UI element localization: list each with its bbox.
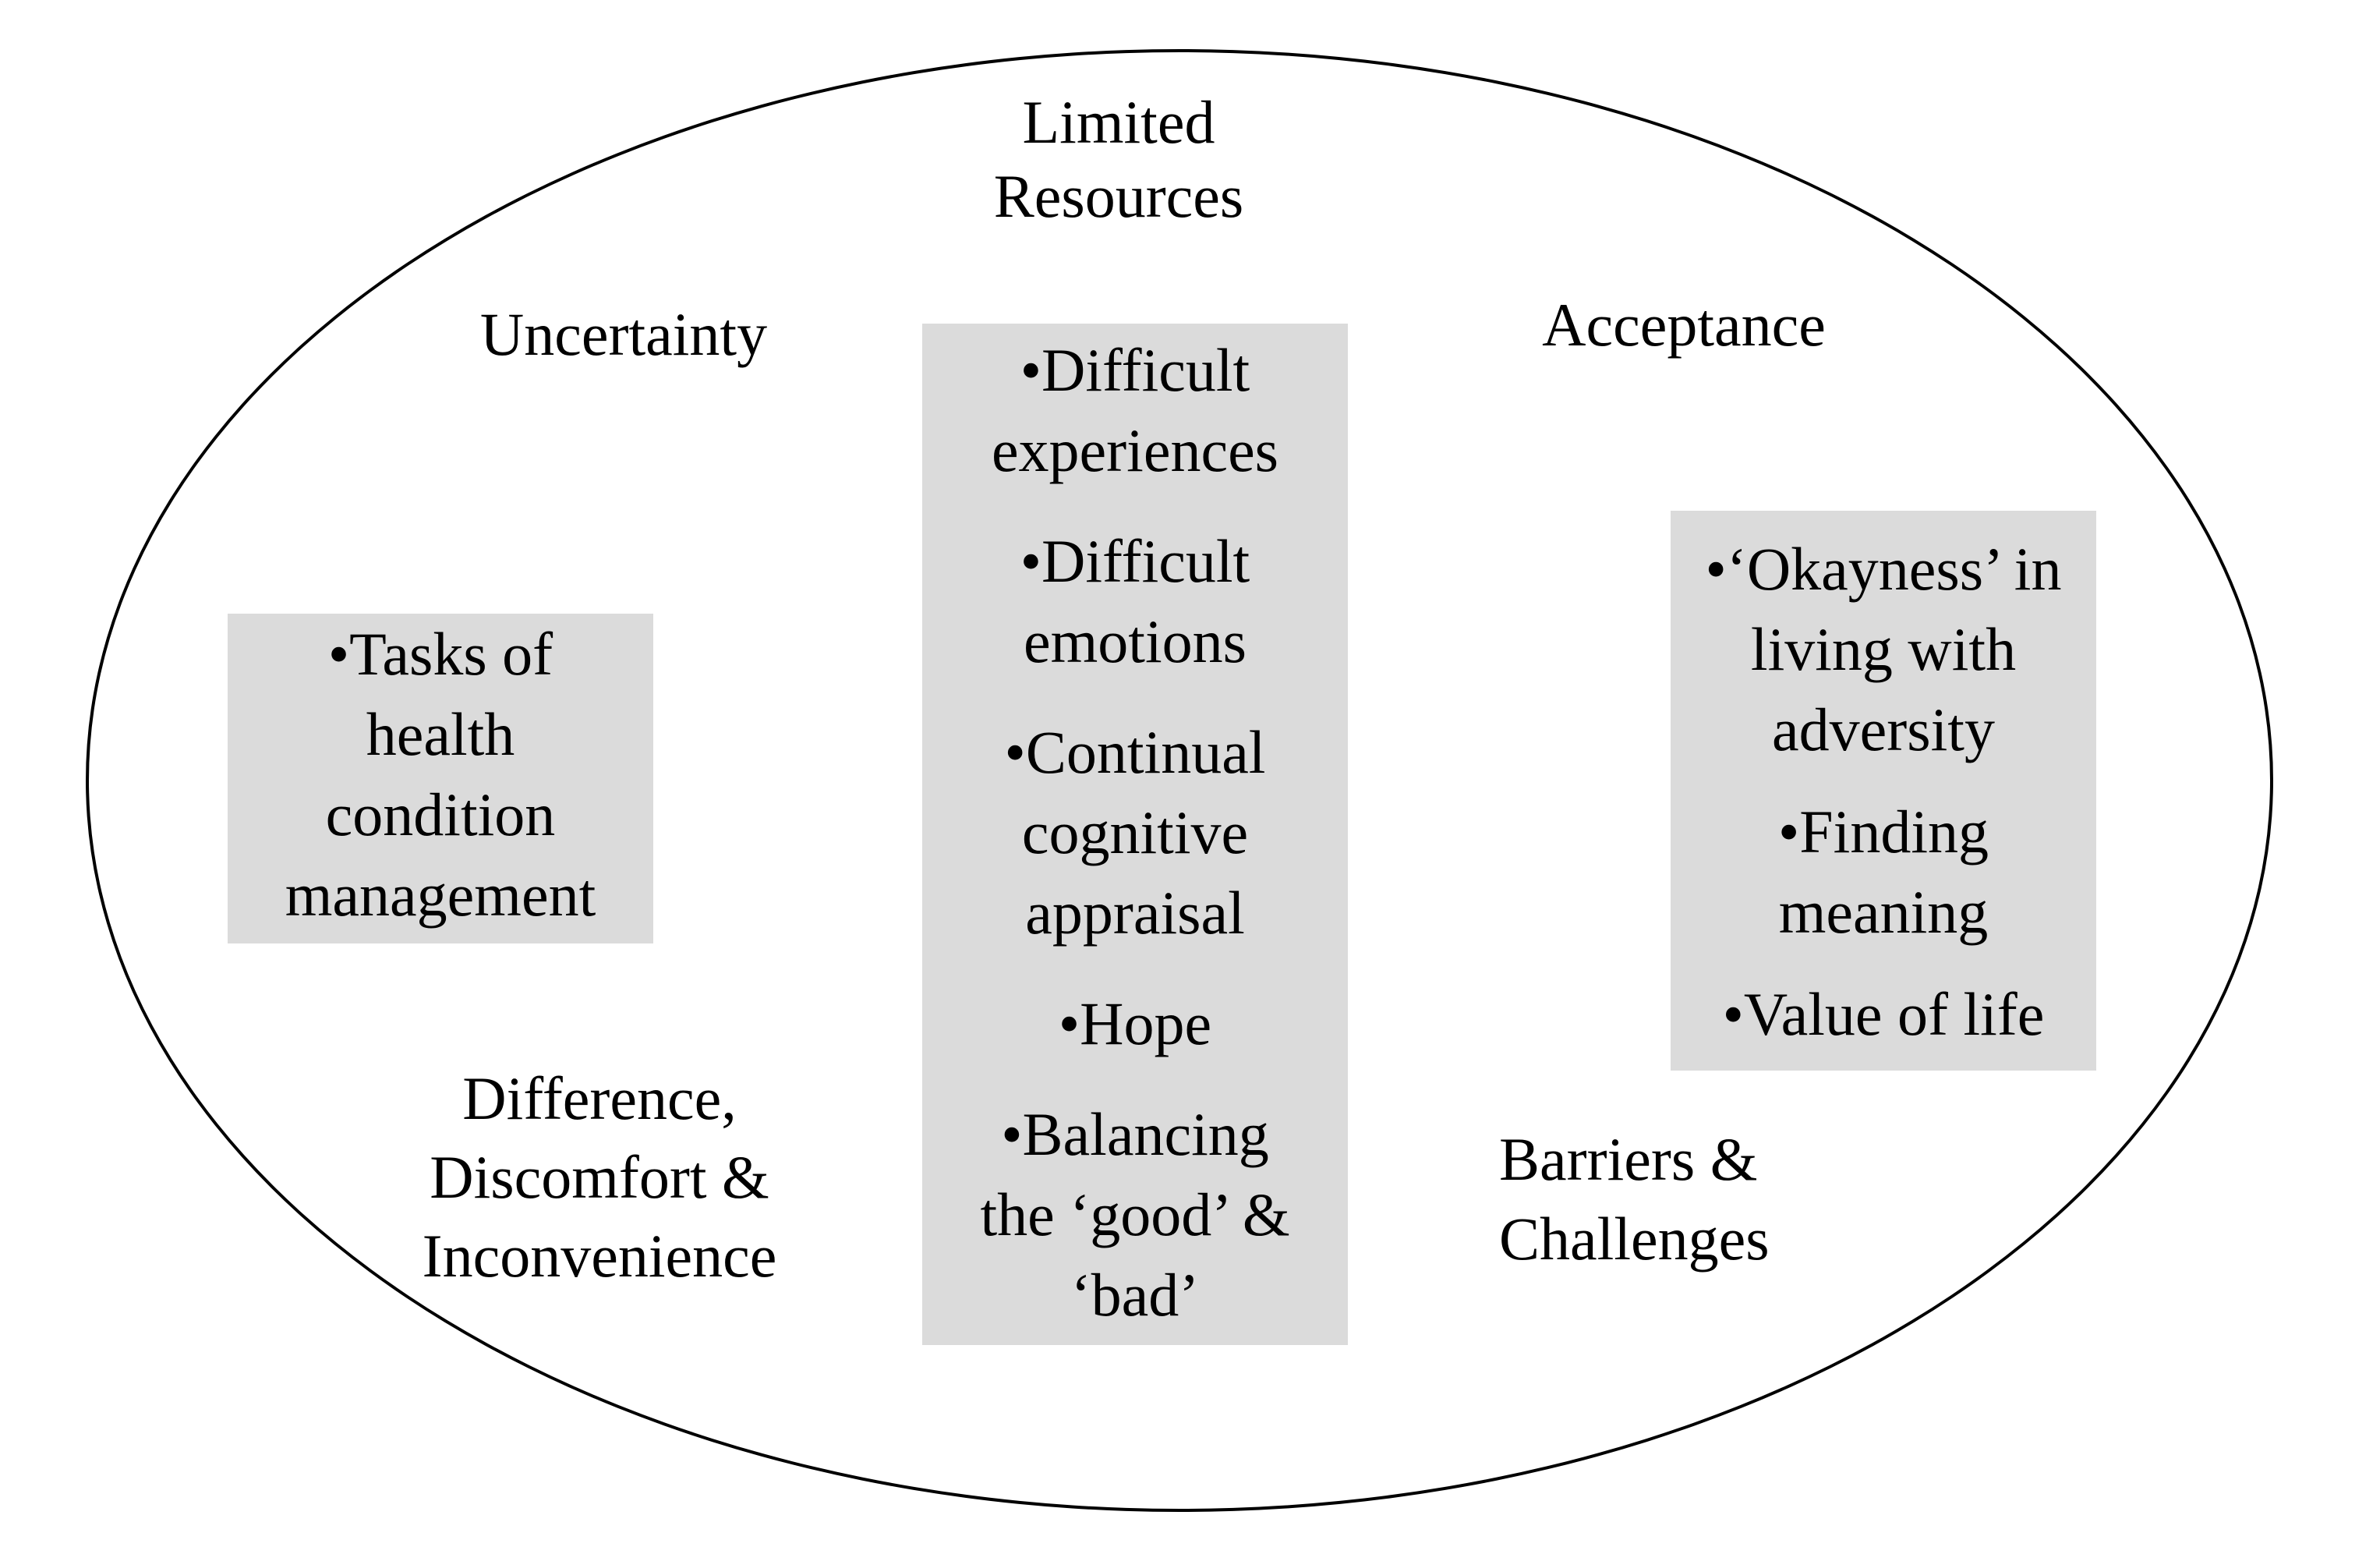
bullet-item: •‘Okayness’ in living with adversity <box>1671 529 2096 770</box>
label-line: Uncertainty <box>479 300 768 368</box>
okayness-acceptance-box: •‘Okayness’ in living with adversity •Fi… <box>1671 511 2096 1071</box>
bullet-line: condition <box>325 781 556 848</box>
bullet-item: •Hope <box>922 983 1348 1064</box>
bullet-line: •‘Okayness’ in <box>1705 535 2062 603</box>
bullet-line: adversity <box>1772 696 1995 763</box>
label-barriers-challenges: Barriers & Challenges <box>1499 1120 1770 1279</box>
bullet-line: the ‘good’ & <box>980 1181 1290 1248</box>
bullet-line: •Balancing <box>1001 1100 1269 1168</box>
bullet-item: •Continual cognitive appraisal <box>922 712 1348 953</box>
label-line: Inconvenience <box>422 1222 777 1290</box>
label-line: Acceptance <box>1542 291 1826 359</box>
bullet-line: experiences <box>991 416 1279 484</box>
bullet-line: cognitive <box>1021 798 1249 866</box>
label-line: Resources <box>993 162 1244 230</box>
bullet-line: appraisal <box>1025 879 1245 947</box>
bullet-line: meaning <box>1778 878 1989 946</box>
label-difference-discomfort-inconvenience: Difference, Discomfort & Inconvenience <box>423 1059 777 1295</box>
bullet-line: •Difficult <box>1020 336 1250 404</box>
tasks-of-health-condition-management-box: •Tasks of health condition management <box>228 614 653 943</box>
bullet-line: management <box>285 861 596 929</box>
bullet-item: •Difficult experiences <box>922 330 1348 490</box>
label-line: Challenges <box>1499 1205 1770 1273</box>
ellipse-outline <box>86 49 2273 1512</box>
bullet-line: •Finding <box>1777 798 1989 866</box>
label-limited-resources: Limited Resources <box>994 85 1244 233</box>
label-uncertainty: Uncertainty <box>480 295 767 373</box>
label-line: Discomfort & <box>430 1143 769 1211</box>
label-line: Limited <box>1022 88 1215 156</box>
label-line: Barriers & <box>1499 1125 1758 1193</box>
bullet-line: •Difficult <box>1020 527 1250 595</box>
bullet-line: emotions <box>1024 607 1247 675</box>
bullet-line: •Hope <box>1058 989 1212 1057</box>
difficult-experiences-box: •Difficult experiences •Difficult emotio… <box>922 324 1348 1345</box>
label-line: Difference, <box>462 1064 737 1132</box>
bullet-item: •Difficult emotions <box>922 521 1348 681</box>
bullet-item: •Balancing the ‘good’ & ‘bad’ <box>922 1094 1348 1335</box>
bullet-line: •Value of life <box>1722 980 2045 1048</box>
bullet-line: •Continual <box>1004 718 1266 786</box>
bullet-item: •Finding meaning <box>1671 791 2096 952</box>
bullet-line: ‘bad’ <box>1070 1261 1200 1329</box>
bullet-line: living with <box>1750 615 2017 683</box>
bullet-line: •Tasks of <box>327 620 553 688</box>
label-acceptance: Acceptance <box>1542 285 1826 364</box>
bullet-item: •Tasks of health condition management <box>228 614 653 935</box>
bullet-item: •Value of life <box>1671 974 2096 1054</box>
bullet-line: health <box>366 700 515 768</box>
